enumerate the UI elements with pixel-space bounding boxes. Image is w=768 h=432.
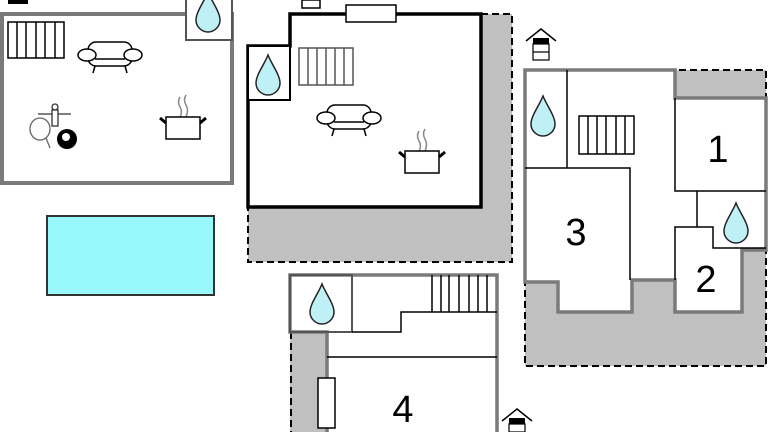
- stairs-icon: [578, 115, 635, 155]
- stairs-icon: [7, 21, 65, 59]
- room-2-label: 2: [695, 259, 716, 301]
- foosball-icon: [38, 103, 71, 127]
- right-building: 1 2 3: [523, 28, 768, 367]
- room-1-label: 1: [707, 129, 728, 171]
- left-building: [0, 0, 234, 185]
- window: [345, 4, 397, 23]
- middle-building: [246, 0, 513, 263]
- ping-pong-icon: [29, 117, 51, 149]
- stairs-icon: [431, 275, 488, 312]
- billiard-ball-icon: [57, 129, 77, 149]
- chimney-mark: [8, 0, 28, 4]
- bottom-building: 4: [288, 273, 533, 432]
- entrance-icon: [501, 408, 533, 432]
- pool: [46, 215, 215, 296]
- window: [317, 377, 336, 429]
- terrace: [248, 14, 512, 262]
- entrance-icon: [525, 28, 557, 61]
- room-4-label: 4: [392, 389, 413, 431]
- stairs-icon: [298, 47, 354, 86]
- room-3-label: 3: [565, 212, 586, 254]
